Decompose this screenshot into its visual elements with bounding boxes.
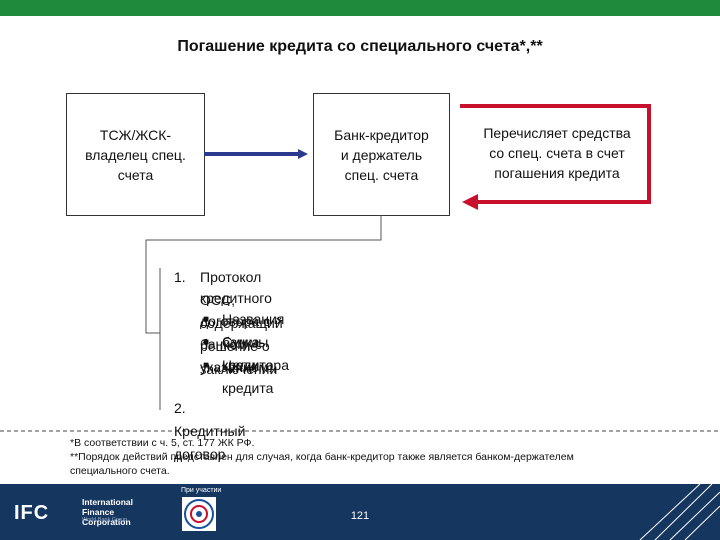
transfer-text: Перечисляет средства со спец. счета в сч…	[483, 125, 631, 181]
ifc-logo-sub: World Bank Group	[82, 517, 128, 523]
footer-decoration	[639, 484, 720, 540]
footer-bar	[0, 484, 720, 540]
footnotes: *В соответствии с ч. 5, ст. 177 ЖК РФ. *…	[70, 436, 710, 478]
partner-emblem-icon	[182, 497, 216, 531]
bullet-item: Суммы кредита	[222, 334, 274, 373]
bank-box: Банк-кредитор и держатель спец. счета	[313, 93, 450, 216]
page-title: Погашение кредита со специального счета*…	[177, 38, 543, 55]
list-item-2: 2. Кредитный договор	[174, 400, 246, 462]
footnote-2: **Порядок действий представлен для случа…	[70, 451, 574, 463]
partner-label: При участии	[181, 487, 222, 494]
ifc-logo-mark: IFC	[14, 502, 50, 524]
owner-box: ТСЖ/ЖСК- владелец спец. счета	[66, 93, 205, 216]
square-bullet-icon: ■	[203, 314, 210, 325]
list-item-1-line1: Протокол ОСС, содержащий решение о заклю…	[200, 269, 283, 377]
bullet-item: Названия банка-кредитора	[222, 311, 289, 373]
ifc-logo-name: International Finance Corporation	[82, 497, 134, 527]
page-number: 121	[350, 510, 370, 522]
list-item-1-line2: кредитного договора с банком, с указание…	[200, 290, 273, 375]
square-bullet-icon: ■	[203, 337, 210, 348]
list-item-number: 1.	[174, 269, 186, 285]
square-bullet-icon: ■	[203, 360, 210, 371]
bullet-item: Цели кредита	[222, 357, 274, 396]
footnote-3: специального счета.	[70, 465, 170, 477]
ifc-logo: IFC International Finance Corporation Wo…	[14, 496, 164, 528]
footnote-1: *В соответствии с ч. 5, ст. 177 ЖК РФ.	[70, 437, 255, 449]
top-accent-bar	[0, 0, 720, 16]
